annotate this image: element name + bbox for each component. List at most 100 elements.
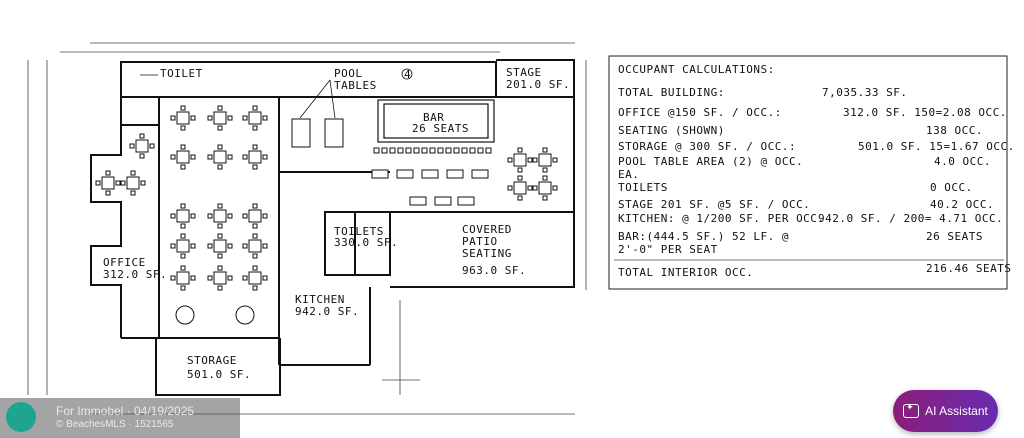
chair — [130, 170, 136, 176]
table — [126, 176, 140, 190]
chair — [227, 154, 233, 160]
patio-area: 963.0 SF. — [462, 264, 526, 277]
calc-row-label: KITCHEN: @ 1/200 SF. PER OCC. — [618, 212, 825, 225]
chair — [217, 203, 223, 209]
round-table — [235, 305, 255, 325]
chair — [139, 133, 145, 139]
bar-stool — [461, 147, 468, 154]
chair — [542, 167, 548, 173]
chair — [517, 175, 523, 181]
pool-tables-label-2: TABLES — [334, 79, 377, 92]
booth-table — [371, 169, 389, 179]
table-furniture — [95, 105, 558, 325]
bar-label: BAR — [423, 111, 444, 124]
chair — [170, 115, 176, 121]
chair — [217, 285, 223, 291]
chair — [217, 223, 223, 229]
table — [213, 239, 227, 253]
bar-stool — [413, 147, 420, 154]
chair — [252, 203, 258, 209]
chair — [252, 253, 258, 259]
chair — [190, 213, 196, 219]
patio-label: COVERED — [462, 223, 512, 236]
bar-stool — [469, 147, 476, 154]
chair — [262, 154, 268, 160]
chair — [139, 153, 145, 159]
chair — [262, 275, 268, 281]
calc-row-label: OFFICE @150 SF. / OCC.: — [618, 106, 782, 119]
calc-row-label-cont: EA. — [618, 168, 639, 181]
kitchen-label: KITCHEN — [295, 293, 345, 306]
chair — [217, 105, 223, 111]
chair — [180, 203, 186, 209]
booth-table — [434, 196, 452, 206]
patio-label-3: SEATING — [462, 247, 512, 260]
ai-assistant-button[interactable]: AI Assistant — [893, 390, 998, 432]
room-number: 4 — [404, 68, 411, 81]
table — [213, 150, 227, 164]
calc-row-label: POOL TABLE AREA (2) @ OCC. — [618, 155, 803, 168]
chair — [527, 185, 533, 191]
chair — [180, 285, 186, 291]
chair — [149, 143, 155, 149]
chair — [517, 167, 523, 173]
toilet-label: TOILET — [160, 67, 203, 80]
watermark-line-2: © BeachesMLS · 1521565 — [56, 419, 174, 430]
toilets-area: 330.0 SF. — [334, 236, 398, 249]
chair — [180, 223, 186, 229]
chair — [217, 253, 223, 259]
chair — [542, 147, 548, 153]
table — [135, 139, 149, 153]
pool-tables-label: POOL — [334, 67, 363, 80]
stage-area: 201.0 SF. — [506, 78, 570, 91]
stage-label: STAGE — [506, 66, 542, 79]
occupant-calc-box — [608, 55, 1008, 290]
table — [513, 153, 527, 167]
bar-stool — [429, 147, 436, 154]
table — [248, 111, 262, 125]
storage-label: STORAGE — [187, 354, 237, 367]
table — [176, 239, 190, 253]
chair — [190, 115, 196, 121]
chair — [207, 243, 213, 249]
calc-row-label: BAR:(444.5 SF.) 52 LF. @ — [618, 230, 789, 243]
chair — [252, 144, 258, 150]
chair — [252, 285, 258, 291]
chair — [507, 185, 513, 191]
chair — [190, 275, 196, 281]
chair — [217, 265, 223, 271]
chair — [217, 233, 223, 239]
chair — [507, 157, 513, 163]
table — [538, 181, 552, 195]
chair — [252, 125, 258, 131]
chair — [227, 243, 233, 249]
chair — [120, 180, 126, 186]
chair — [105, 170, 111, 176]
table — [176, 150, 190, 164]
chair — [227, 275, 233, 281]
chair — [252, 265, 258, 271]
table — [248, 271, 262, 285]
calc-row-label-cont: 2'-0" PER SEAT — [618, 243, 718, 256]
chair — [180, 265, 186, 271]
chair — [532, 157, 538, 163]
chair — [105, 190, 111, 196]
chair — [242, 213, 248, 219]
walls — [90, 59, 575, 396]
calc-title: OCCUPANT CALCULATIONS: — [618, 63, 775, 76]
chair — [242, 115, 248, 121]
patio-label-2: PATIO — [462, 235, 498, 248]
chair — [262, 243, 268, 249]
chair — [180, 144, 186, 150]
chair — [227, 115, 233, 121]
booth-table — [421, 169, 439, 179]
calc-row-value: 312.0 SF. 150=2.08 OCC. — [843, 106, 1007, 119]
bar-seats: 26 SEATS — [412, 122, 469, 135]
chair — [242, 243, 248, 249]
chair — [262, 213, 268, 219]
kitchen-area: 942.0 SF. — [295, 305, 359, 318]
chair — [129, 143, 135, 149]
chair — [517, 195, 523, 201]
ai-assistant-label: AI Assistant — [925, 404, 988, 418]
chair — [217, 125, 223, 131]
